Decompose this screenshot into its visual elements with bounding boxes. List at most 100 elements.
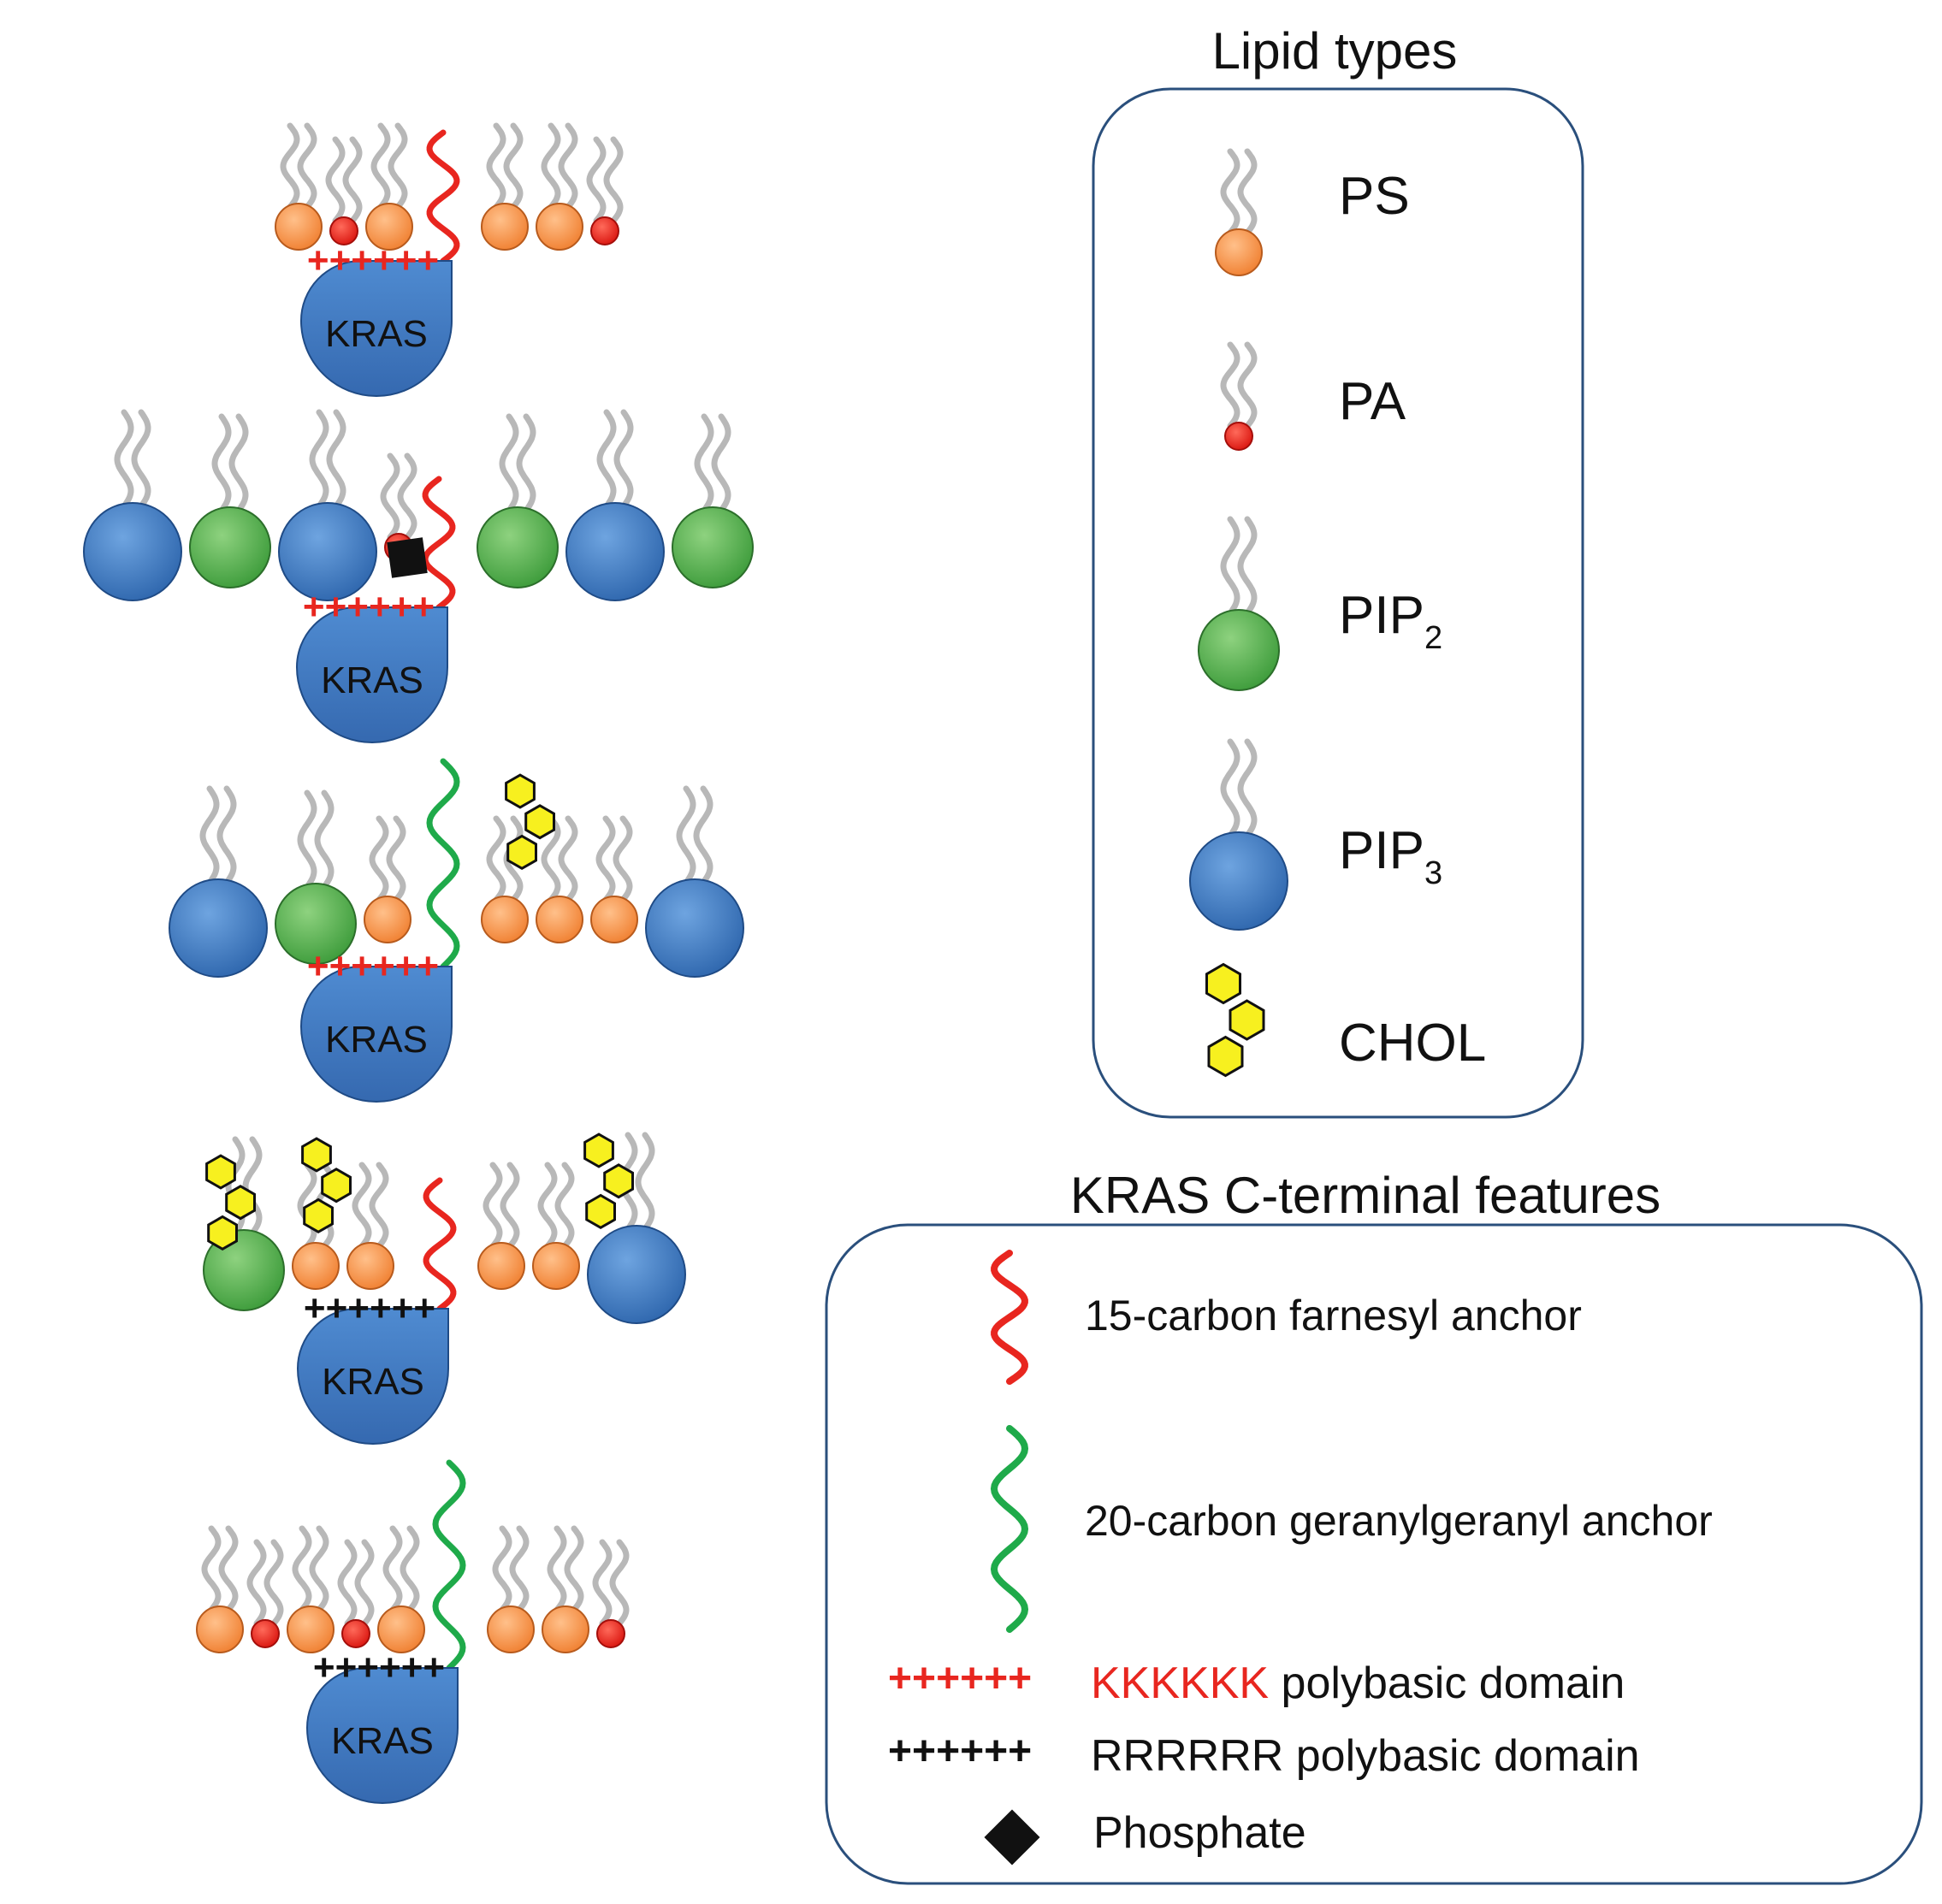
lipid-tail	[382, 1525, 403, 1613]
cholesterol-ring	[1207, 1035, 1244, 1078]
lipid-tails	[596, 409, 634, 510]
polybasic-plus-signs: ++++++	[303, 586, 435, 628]
lipid-tail	[342, 136, 363, 224]
lipid-tail	[503, 815, 524, 903]
farnesyl-legend-label: 15-carbon farnesyl anchor	[1085, 1292, 1582, 1339]
ps-headgroup	[542, 1605, 589, 1653]
lipid-tail	[388, 122, 408, 210]
lipid-tail	[603, 136, 624, 224]
kras-protein: KRAS ++++++	[295, 586, 448, 743]
lipid-tail	[547, 1525, 567, 1613]
kras-protein: KRAS++++++	[305, 1647, 459, 1804]
pip2-headgroup	[189, 506, 271, 588]
lipid-tails	[369, 815, 406, 903]
phosphate-marker	[387, 537, 428, 578]
membrane-model-2: KRAS ++++++	[83, 409, 754, 743]
membrane-model-1: KRAS++++++	[275, 122, 624, 397]
legend-item-pip3: PIP3	[1189, 738, 1442, 931]
rrr-plus-symbol: ++++++	[888, 1729, 1032, 1774]
lipid-tails	[309, 409, 346, 510]
lipid-pa	[586, 136, 624, 245]
lipid-ps	[487, 1525, 535, 1653]
kras-body	[296, 1308, 449, 1445]
lipid-tail	[1220, 738, 1240, 839]
pa-headgroup	[596, 1619, 625, 1648]
lipid-tail	[694, 413, 714, 514]
lipid-tails	[592, 1539, 630, 1627]
ps-headgroup	[196, 1605, 244, 1653]
lipid-tail	[216, 785, 237, 886]
pip3-headgroup	[587, 1225, 686, 1324]
lipid-tail	[1237, 738, 1258, 839]
lipid-tail	[558, 815, 578, 903]
lipid-tails	[537, 1162, 575, 1250]
pa-headgroup	[590, 216, 619, 245]
cholesterol-ring	[524, 804, 555, 840]
lipid-tail	[509, 1525, 530, 1613]
lipid-tails	[280, 122, 317, 210]
ps-headgroup	[487, 1605, 535, 1653]
lipid-ps	[477, 1162, 525, 1290]
lipid-pip3	[278, 409, 377, 601]
legend-label-pip2: PIP2	[1339, 586, 1442, 656]
lipid-tails	[694, 413, 731, 514]
kras-protein: KRAS++++++	[299, 239, 453, 397]
lipid-tails	[225, 1136, 263, 1237]
lipid-tail	[369, 815, 389, 903]
cholesterol-ring	[207, 1215, 238, 1251]
polybasic-plus-signs: ++++++	[307, 239, 439, 281]
pa-headgroup	[1224, 422, 1253, 451]
lipid-tails	[595, 815, 633, 903]
lipid-pip2	[672, 413, 754, 588]
lipid-tails	[541, 815, 578, 903]
kras-protein: KRAS++++++	[299, 945, 453, 1103]
lipid-tail	[354, 1539, 375, 1627]
polybasic-plus-signs: ++++++	[307, 945, 439, 987]
c-terminal-features-legend: KRAS C-terminal features 15-carbon farne…	[825, 1167, 1923, 1885]
lipid-tail	[558, 122, 578, 210]
lipid-tail	[596, 409, 617, 510]
lipid-tails	[483, 1162, 520, 1250]
polybasic-plus-signs: ++++++	[304, 1287, 435, 1329]
pip2-headgroup	[275, 883, 357, 965]
lipid-tails	[352, 1162, 389, 1250]
cholesterol-ring	[225, 1185, 256, 1221]
rrr-polybasic-label: RRRRRR polybasic domain	[1091, 1731, 1640, 1781]
lipid-ps	[365, 122, 413, 251]
phosphate-legend-label: Phosphate	[1093, 1808, 1306, 1858]
lipid-tail	[609, 1539, 630, 1627]
lipid-tail	[595, 815, 616, 903]
ps-headgroup	[477, 1242, 525, 1290]
pip3-headgroup	[83, 502, 182, 601]
lipid-tails	[541, 122, 578, 210]
lipid-pip3	[169, 785, 268, 978]
pip3-headgroup	[169, 878, 268, 978]
lipid-legend-title: Lipid types	[1212, 22, 1458, 80]
lipid-tail	[397, 452, 417, 541]
lipid-pip3	[645, 785, 744, 978]
lipid-tail	[586, 136, 607, 224]
lipid-tail	[369, 1162, 389, 1250]
lipid-tail	[1237, 516, 1258, 617]
lipid-tails	[499, 413, 536, 514]
lipid-pa	[592, 1539, 630, 1648]
lipid-tail	[199, 785, 220, 886]
cholesterol-ring	[321, 1168, 352, 1203]
legend-label-subscript: 2	[1424, 620, 1442, 656]
ps-headgroup	[292, 1242, 340, 1290]
lipid-ps	[377, 1525, 425, 1653]
lipid-tail	[242, 1136, 263, 1237]
lipid-tails	[201, 1525, 239, 1613]
cholesterol-icon	[1205, 962, 1265, 1078]
lipid-pa	[1220, 341, 1258, 451]
lipid-ps	[536, 122, 583, 251]
legend-label-text: PIP	[1339, 586, 1424, 645]
lipid-tail	[492, 1525, 512, 1613]
cholesterol-icon	[205, 1154, 256, 1251]
polybasic-plus-signs: ++++++	[313, 1647, 445, 1688]
lipid-tail	[1220, 148, 1240, 236]
lipid-tails	[199, 785, 237, 886]
kras-label: KRAS	[321, 659, 423, 701]
cholesterol-ring	[303, 1197, 334, 1234]
